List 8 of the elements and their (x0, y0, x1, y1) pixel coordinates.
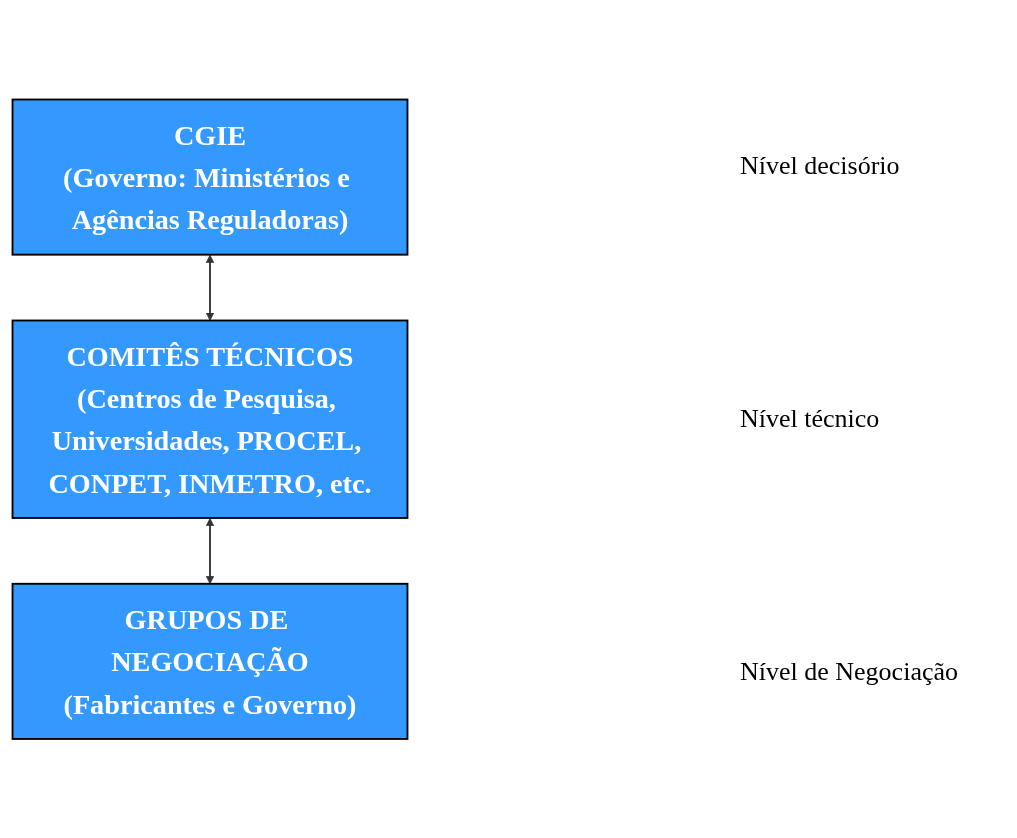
node-box: GRUPOS DE NEGOCIAÇÃO (Fabricantes e Governo) (11, 582, 409, 740)
level-label: Nível decisório (740, 151, 901, 182)
arrow (205, 517, 215, 584)
level-label: Nível de Negociação (740, 656, 959, 687)
node-box: CGIE (Governo: Ministérios e Agências Reguladoras) (11, 98, 409, 256)
level-label: Nível técnico (740, 404, 881, 434)
node-box: COMITÊS TÉCNICOS (Centros de Pesquisa, Universidades, PROCEL, CONPET, INMETRO, etc. (11, 319, 409, 519)
arrow (205, 254, 215, 321)
